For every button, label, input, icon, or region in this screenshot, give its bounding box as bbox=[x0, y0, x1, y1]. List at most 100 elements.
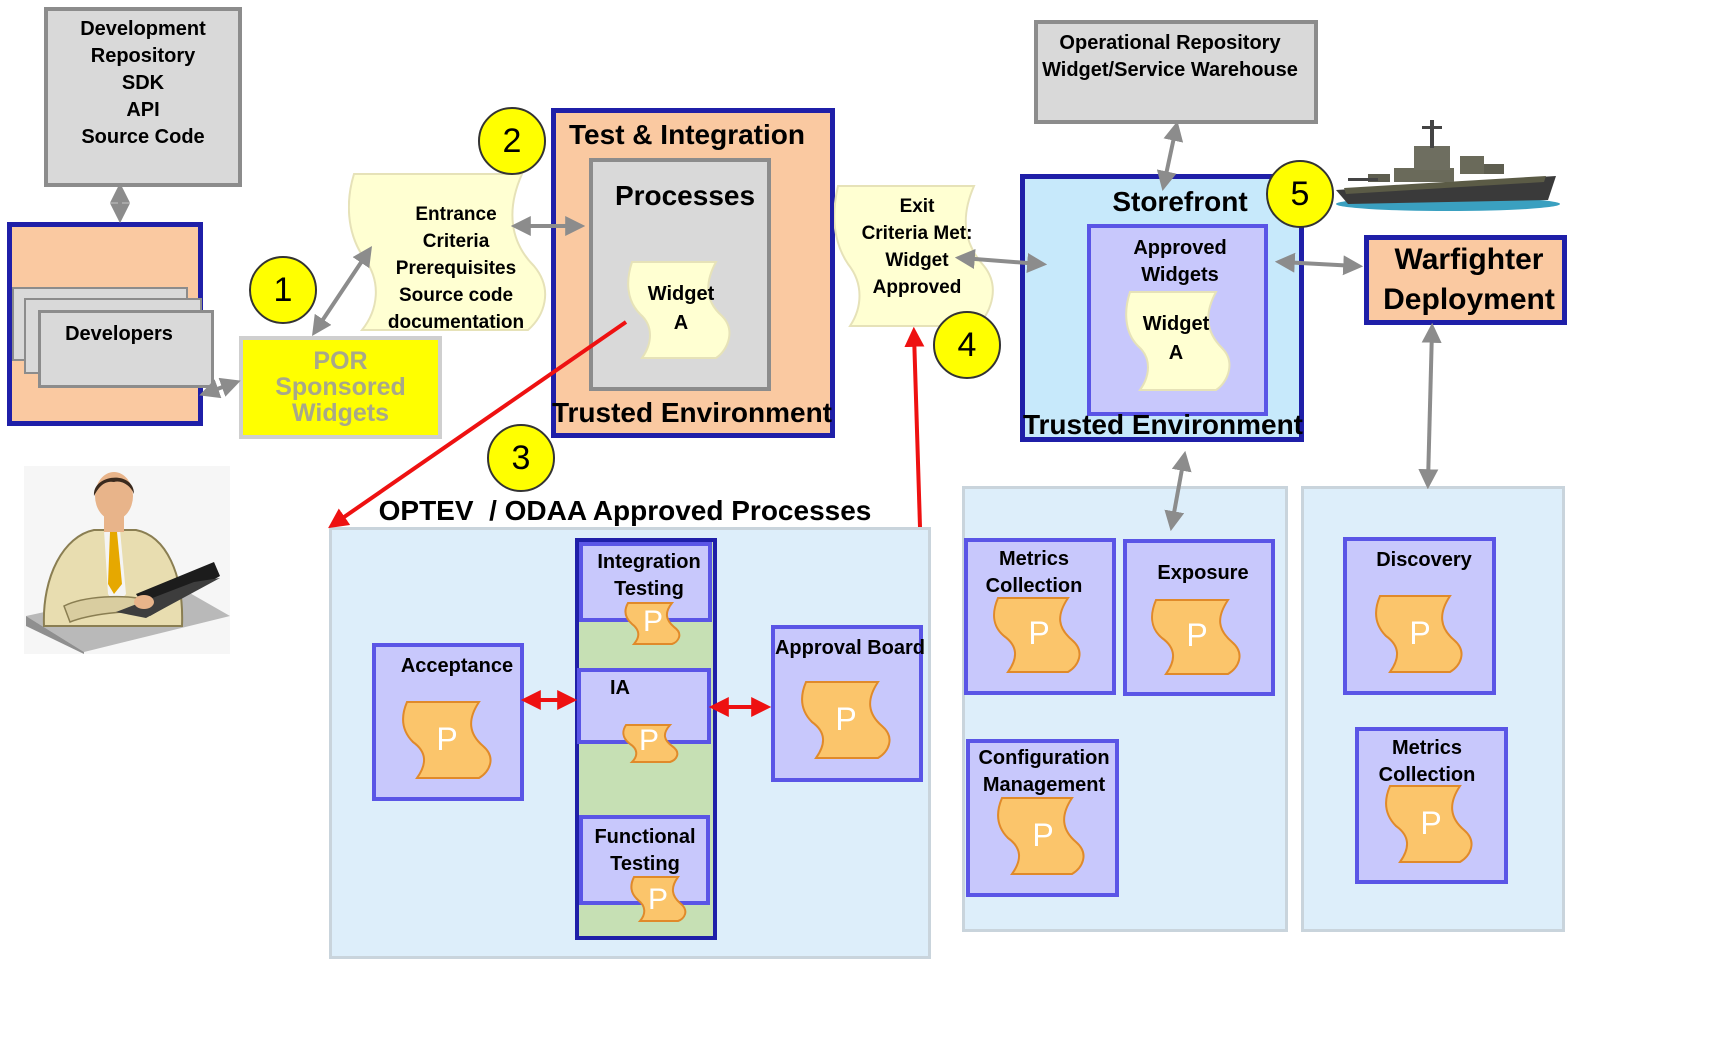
processes-title: Processes bbox=[614, 180, 756, 211]
dev-repo-line: Development bbox=[80, 18, 206, 40]
process-scroll-icon bbox=[1385, 785, 1473, 863]
process-scroll-icon bbox=[993, 597, 1081, 673]
step-2-badge: 2 bbox=[478, 107, 546, 175]
process-scroll-icon bbox=[622, 724, 679, 763]
process-icon-letter: P bbox=[638, 724, 659, 757]
dev-repo-line: API bbox=[126, 99, 160, 121]
step-5-badge: 5 bbox=[1266, 160, 1334, 228]
widget-a-label-test: Widget A bbox=[626, 280, 736, 338]
acceptance-process-box bbox=[372, 643, 524, 801]
warfighter-deployment-text: Warfighter Deployment bbox=[1364, 240, 1574, 320]
process-scroll-icon bbox=[801, 681, 891, 759]
por-line: Sponsored bbox=[275, 373, 406, 401]
warfighter-deployment-box bbox=[1364, 235, 1567, 325]
widget-a-scroll-storefront bbox=[1125, 291, 1231, 391]
configuration-management-label: Configuration Management bbox=[966, 745, 1122, 799]
approved-line: Widgets bbox=[1141, 264, 1219, 286]
functional-testing-label: Functional Testing bbox=[579, 824, 711, 878]
trusted-environment-test-label: Trusted Environment bbox=[551, 397, 833, 428]
process-scroll-icon bbox=[630, 876, 687, 922]
entrance-line: documentation bbox=[387, 312, 525, 333]
widget-label: Widget bbox=[1142, 313, 1210, 335]
dev-repo-line: Repository bbox=[90, 45, 196, 67]
development-repository-box bbox=[44, 7, 242, 187]
config-line: Configuration bbox=[978, 747, 1110, 769]
developer-person-illustration bbox=[24, 466, 230, 654]
arrow-warfighter-processes bbox=[1418, 322, 1442, 490]
acceptance-label: Acceptance bbox=[400, 655, 514, 677]
ia-label: IA bbox=[610, 677, 630, 699]
step-4-badge: 4 bbox=[933, 311, 1001, 379]
approval-board-label: Approval Board bbox=[774, 637, 926, 659]
process-scroll-icon bbox=[402, 701, 492, 779]
metrics-collection-deploy-label: Metrics Collection bbox=[1355, 735, 1499, 789]
config-line: Management bbox=[982, 774, 1106, 796]
por-sponsored-widgets-box bbox=[239, 336, 442, 439]
process-icon-letter: P bbox=[1409, 615, 1431, 651]
arrow-optev-to-exit bbox=[904, 326, 925, 528]
exposure-label: Exposure bbox=[1157, 562, 1249, 584]
widget-letter: A bbox=[673, 312, 689, 334]
arrow-por-entrance bbox=[312, 246, 372, 336]
operational-repo-line: Widget/Service Warehouse bbox=[1042, 59, 1298, 81]
metrics-line: Collection bbox=[985, 575, 1083, 597]
arrow-exit-storefront bbox=[954, 249, 1048, 273]
optev-title: OPTEV / ODAA Approved Processes bbox=[378, 495, 872, 526]
process-icon-letter: P bbox=[835, 701, 857, 737]
storefront-title: Storefront bbox=[1112, 186, 1248, 217]
arrow-storefront-processes bbox=[1164, 450, 1192, 532]
process-scroll-icon bbox=[1375, 595, 1463, 673]
entrance-line: Entrance bbox=[415, 204, 497, 225]
entrance-criteria-text: Entrance Criteria Prerequisites Source c… bbox=[378, 201, 534, 336]
por-line: POR bbox=[313, 347, 368, 375]
por-sponsored-widgets-text: POR Sponsored Widgets bbox=[239, 348, 442, 426]
trusted-environment-storefront-label: Trusted Environment bbox=[1022, 409, 1304, 440]
arrow-operational-storefront bbox=[1156, 120, 1184, 192]
integration-testing-line: Integration bbox=[597, 551, 701, 573]
widget-label: Widget bbox=[647, 283, 715, 305]
process-icon-letter: P bbox=[1420, 805, 1442, 841]
approved-widgets-text: Approved Widgets bbox=[1087, 235, 1273, 289]
warfighter-line: Warfighter bbox=[1394, 243, 1544, 276]
process-icon-letter: P bbox=[642, 605, 663, 638]
entrance-line: Prerequisites bbox=[395, 258, 517, 279]
widget-letter: A bbox=[1168, 342, 1184, 364]
arrow-developers-por bbox=[199, 377, 241, 399]
development-repository-text: Development Repository SDK API Source Co… bbox=[44, 16, 242, 151]
metrics-collection-store-label: Metrics Collection bbox=[964, 546, 1104, 600]
exit-criteria-text: Exit Criteria Met: Widget Approved bbox=[842, 193, 992, 301]
functional-testing-line: Functional bbox=[594, 826, 696, 848]
process-icon-letter: P bbox=[1028, 615, 1050, 651]
process-icon-letter: P bbox=[1032, 817, 1054, 853]
process-scroll-icon bbox=[997, 797, 1085, 875]
metrics-line: Collection bbox=[1378, 764, 1476, 786]
functional-testing-line: Testing bbox=[610, 853, 680, 875]
process-scroll-icon bbox=[624, 602, 681, 645]
step-3-badge: 3 bbox=[487, 424, 555, 492]
metrics-line: Metrics bbox=[1391, 737, 1463, 759]
discovery-label: Discovery bbox=[1376, 549, 1472, 571]
approved-line: Approved bbox=[1133, 237, 1227, 259]
dev-repo-line: Source Code bbox=[81, 126, 205, 148]
arrow-storefront-warfighter bbox=[1274, 252, 1364, 276]
warfighter-line: Deployment bbox=[1383, 283, 1555, 316]
por-line: Widgets bbox=[292, 399, 389, 427]
process-scroll-icon bbox=[1151, 599, 1241, 675]
widget-a-scroll-test bbox=[627, 261, 731, 359]
test-integration-title: Test & Integration bbox=[569, 119, 805, 150]
process-icon-letter: P bbox=[1186, 617, 1208, 653]
process-icon-letter: P bbox=[436, 721, 458, 757]
exit-line: Criteria Met: bbox=[861, 223, 973, 244]
widget-a-label-storefront: Widget A bbox=[1124, 310, 1228, 368]
exit-line: Exit bbox=[899, 196, 935, 217]
integration-testing-line: Testing bbox=[614, 578, 684, 600]
warship-illustration bbox=[1336, 120, 1560, 211]
dev-repo-line: SDK bbox=[121, 72, 165, 94]
exit-line: Approved bbox=[872, 277, 962, 298]
entrance-line: Criteria bbox=[422, 231, 490, 252]
entrance-line: Source code bbox=[398, 285, 514, 306]
developer-card-front bbox=[38, 310, 214, 388]
metrics-collection-deploy-box bbox=[1355, 727, 1508, 884]
integration-testing-label: Integration Testing bbox=[579, 549, 719, 603]
